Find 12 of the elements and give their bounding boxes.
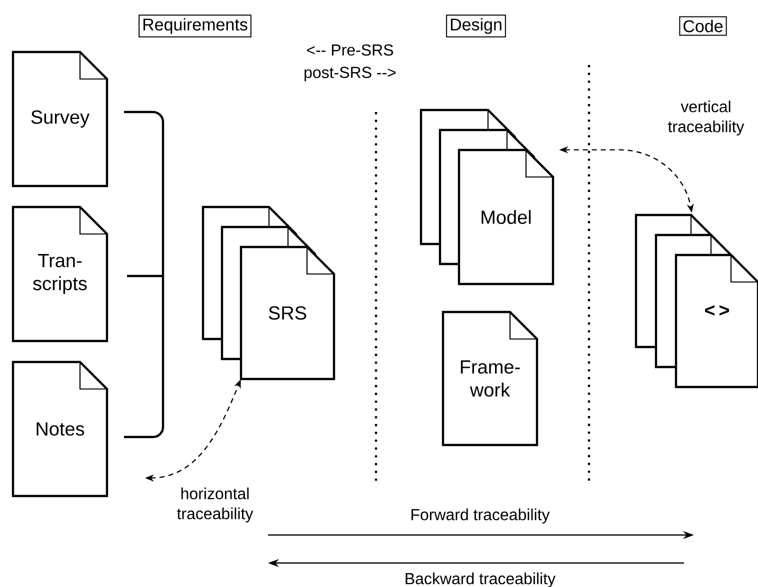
edge-label: vertical traceability (660, 100, 752, 136)
document-stack: Model (420, 108, 554, 286)
document-stack: SRS (202, 206, 336, 380)
column-heading: Requirements (138, 14, 252, 38)
column-heading: Code (679, 16, 727, 36)
document-stack: < > (634, 214, 758, 388)
text-label: Forward traceability (412, 508, 550, 524)
text-label: post-SRS --> (304, 66, 396, 82)
column-heading: Design (446, 14, 506, 38)
edge-label: horizontal traceability (169, 486, 261, 524)
text-label: <-- Pre-SRS (307, 44, 394, 56)
text-label: Backward traceability (406, 572, 556, 587)
